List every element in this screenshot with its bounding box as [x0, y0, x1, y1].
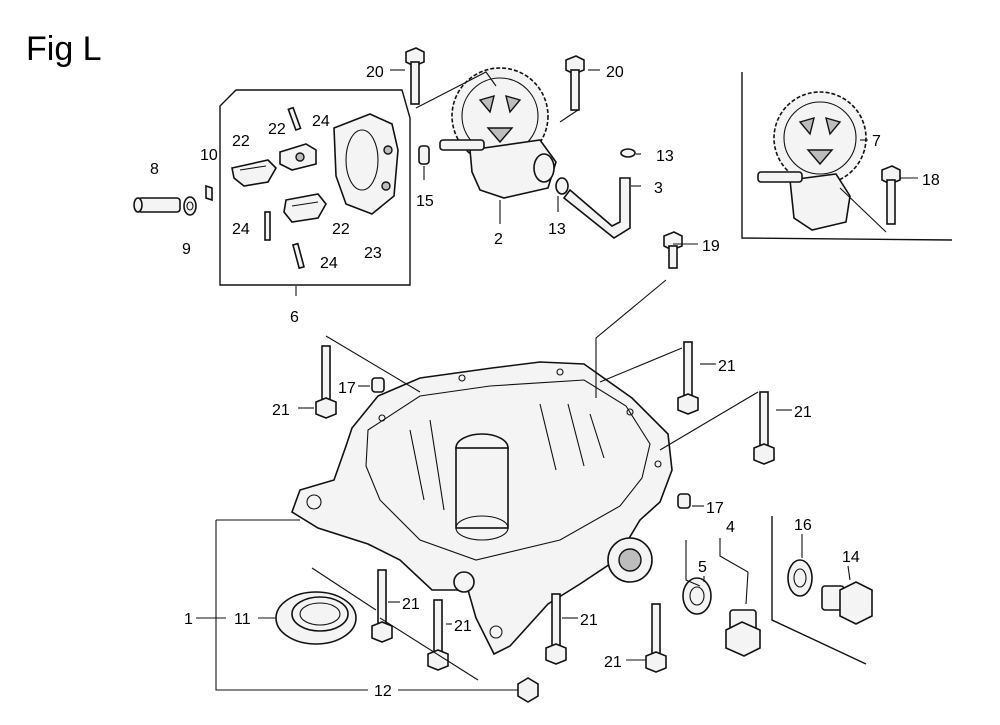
- part-24-pin-left[interactable]: [264, 211, 271, 241]
- callout-14: 14: [842, 549, 860, 566]
- part-19-bolt[interactable]: [663, 231, 683, 269]
- callout-21f: 21: [580, 612, 598, 629]
- leader-14: [847, 565, 851, 581]
- callout-21g: 21: [604, 654, 622, 671]
- callout-24c: 24: [320, 255, 338, 272]
- callout-4: 4: [726, 519, 735, 536]
- part-21-bolt-lower-d[interactable]: [645, 603, 667, 673]
- part-10-clip[interactable]: [205, 184, 213, 202]
- part-21-bolt-upper-right-a[interactable]: [677, 341, 699, 415]
- leader-20-to-gear: [415, 71, 497, 109]
- callout-21d: 21: [402, 596, 420, 613]
- callout-3: 3: [654, 180, 663, 197]
- part-11-oil-seal[interactable]: [275, 591, 357, 645]
- part-24-pin-top[interactable]: [287, 106, 302, 132]
- callout-2: 2: [494, 231, 503, 248]
- part-24-pin-bottom[interactable]: [291, 242, 305, 270]
- part-22-rotor-lower[interactable]: [283, 193, 327, 223]
- part-15-plug[interactable]: [418, 145, 430, 165]
- callout-19: 19: [702, 238, 720, 255]
- callout-18: 18: [922, 172, 940, 189]
- callout-22c: 22: [332, 221, 350, 238]
- part-21-bolt-lower-c[interactable]: [545, 593, 567, 665]
- part-1-crankcase-cover[interactable]: [291, 361, 673, 656]
- callout-21a: 21: [272, 402, 290, 419]
- detail-frame: [741, 72, 953, 241]
- callout-20a: 20: [366, 64, 384, 81]
- part-12-nut[interactable]: [517, 677, 539, 703]
- part-23-pump-body[interactable]: [333, 113, 399, 215]
- part-21-bolt-lower-a[interactable]: [371, 569, 393, 643]
- part-22-rotor-upper[interactable]: [231, 159, 277, 187]
- leader-19-to-cover: [595, 279, 667, 398]
- part-16-gasket[interactable]: [787, 559, 813, 597]
- part-22-rotor-middle[interactable]: [279, 143, 317, 171]
- callout-11: 11: [234, 611, 251, 628]
- part-17-dowel-upper[interactable]: [371, 377, 385, 393]
- part-17-dowel-lower[interactable]: [677, 493, 691, 509]
- plug-detail-frame: [771, 516, 867, 665]
- leader-21-right: [659, 391, 759, 451]
- leader-21-lower: [379, 617, 479, 681]
- callout-7: 7: [872, 133, 881, 150]
- callout-5: 5: [698, 559, 707, 576]
- part-14-plug[interactable]: [821, 581, 873, 625]
- callout-22a: 22: [268, 121, 286, 138]
- part-7-pump-gear[interactable]: [757, 91, 867, 231]
- part-20-bolt-left[interactable]: [405, 47, 425, 105]
- leader-1: [215, 520, 368, 691]
- figure-title: Fig L: [26, 30, 102, 68]
- callout-8: 8: [150, 161, 159, 178]
- leader-5-b: [685, 540, 701, 587]
- part-13-oring-upper[interactable]: [620, 148, 636, 158]
- part-2-oil-pump-gear-assembly[interactable]: [439, 67, 557, 199]
- callout-24a: 24: [312, 113, 330, 130]
- part-8-pin[interactable]: [133, 197, 181, 213]
- callout-12: 12: [374, 683, 392, 700]
- callout-24b: 24: [232, 221, 250, 238]
- callout-13b: 13: [548, 221, 566, 238]
- callout-21e: 21: [454, 618, 472, 635]
- callout-17a: 17: [338, 380, 356, 397]
- callout-23: 23: [364, 245, 382, 262]
- part-3-oil-pipe[interactable]: [562, 177, 631, 239]
- callout-21c: 21: [794, 404, 812, 421]
- oil-pump-group-frame: [219, 89, 411, 286]
- callout-9: 9: [182, 241, 191, 258]
- callout-15: 15: [416, 193, 434, 210]
- part-21-bolt-upper-right-b[interactable]: [753, 391, 775, 465]
- callout-22b: 22: [232, 133, 250, 150]
- leader-18-gear: [839, 187, 887, 233]
- part-9-washer[interactable]: [183, 196, 197, 216]
- leader-11-bolt: [311, 567, 377, 611]
- part-21-bolt-lower-b[interactable]: [427, 599, 449, 671]
- callout-1: 1: [184, 611, 193, 628]
- part-18-bolt[interactable]: [881, 165, 901, 225]
- leader-21-upper-right: [599, 347, 683, 383]
- callout-21b: 21: [718, 358, 736, 375]
- callout-10: 10: [200, 147, 218, 164]
- callout-6: 6: [290, 309, 299, 326]
- part-5-washer[interactable]: [682, 577, 712, 615]
- callout-17b: 17: [706, 500, 724, 517]
- part-4-drain-plug[interactable]: [725, 609, 761, 657]
- part-13-oring-lower[interactable]: [555, 177, 569, 195]
- leader-4: [719, 538, 749, 605]
- callout-13a: 13: [656, 148, 674, 165]
- leader-21-upper-left: [325, 335, 421, 393]
- callout-20b: 20: [606, 64, 624, 81]
- part-20-bolt-right[interactable]: [565, 55, 585, 111]
- leader-20-to-gear-b: [559, 109, 579, 123]
- callout-16: 16: [794, 517, 812, 534]
- part-21-bolt-upper-left[interactable]: [315, 345, 337, 419]
